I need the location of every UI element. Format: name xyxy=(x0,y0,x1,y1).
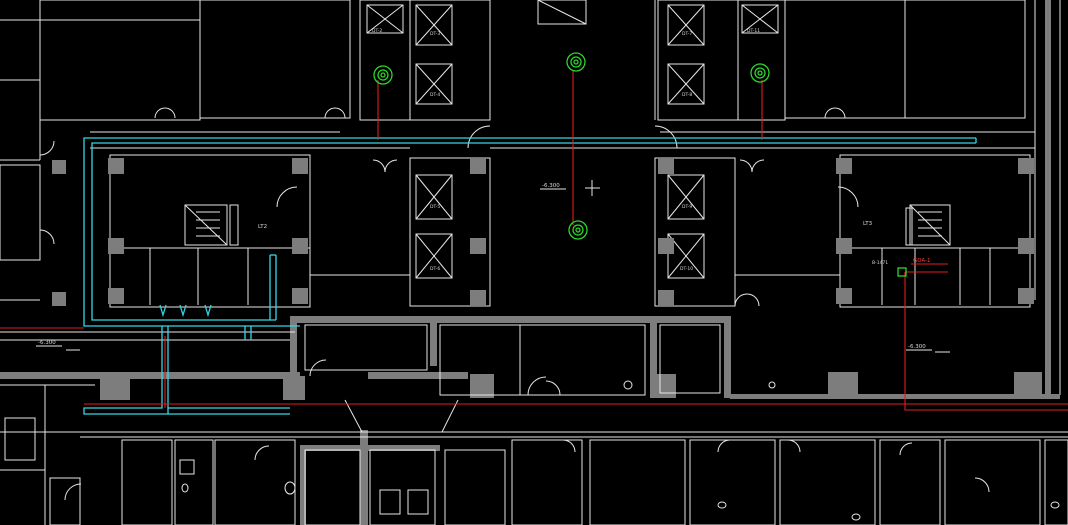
elevation-label-right: -6.300 xyxy=(908,344,926,350)
stair-label-lt3: LT3 xyxy=(863,221,873,227)
lift-label-dt8: DT-8 xyxy=(682,92,692,98)
lift-label-dt6: DT-6 xyxy=(430,266,440,272)
structural-columns xyxy=(52,158,1042,400)
pipe-runs xyxy=(0,70,1068,411)
lift-label-dt7: DT-7 xyxy=(682,31,692,37)
elevation-label-center: -6.300 xyxy=(542,183,560,189)
lift-label-dt4: DT-4 xyxy=(430,92,440,98)
lift-label-dt2: DT-2 xyxy=(372,28,382,34)
lift-label-dt9: DT-9 xyxy=(682,204,692,210)
lift-label-dt5: DT-5 xyxy=(430,204,440,210)
riser-symbols xyxy=(373,52,907,277)
lift-label-dt3: DT-3 xyxy=(430,31,440,37)
lower-rooms xyxy=(0,324,1068,525)
stair-label-lt2: LT2 xyxy=(258,224,267,230)
lift-label-dt10: DT-10 xyxy=(680,266,693,272)
structural-walls xyxy=(0,0,1061,395)
lift-label-dt11: DT-11 xyxy=(747,28,760,34)
elevation-label-left: -6.300 xyxy=(38,340,56,346)
equipment-tag-red: GDA-1 xyxy=(913,258,931,264)
air-duct-runs xyxy=(83,137,977,415)
equipment-tag: B-1471 xyxy=(872,260,888,266)
drawing-annotations: -6.300 -6.300 -6.300 LT2 LT3 DT-2 DT-3 D… xyxy=(36,28,950,353)
